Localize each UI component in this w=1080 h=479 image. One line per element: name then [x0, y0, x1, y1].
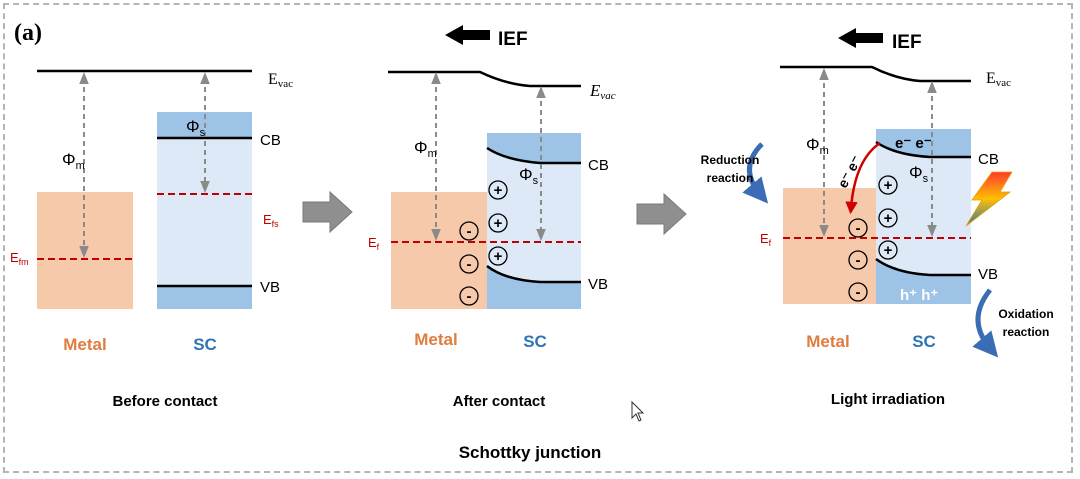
metal-label: Metal: [414, 330, 457, 349]
cb-label: CB: [588, 157, 609, 174]
negative-charges: - - -: [459, 221, 479, 306]
mouse-cursor-icon: [631, 400, 645, 422]
panel-after-contact: IEF Evac Φm Φs CB VB Ef + + + - - - Meta…: [368, 25, 616, 410]
ief-arrow: [445, 25, 490, 45]
panel-before-contact: Evac Φm Φs CB VB Efs Efm Metal SC Before…: [10, 69, 293, 410]
ief-arrow: [838, 28, 883, 48]
phi-m-label: Φm: [414, 138, 437, 160]
reduction-arrow: [742, 142, 769, 204]
valence-band-region: [157, 286, 252, 309]
panel-title-after: After contact: [453, 393, 546, 410]
panel-title-light: Light irradiation: [831, 391, 945, 408]
vacuum-level-line: [388, 70, 581, 88]
conduction-band-region: [487, 133, 581, 163]
vb-holes: h⁺ h⁺: [900, 287, 938, 304]
vb-edge-line: [875, 257, 971, 277]
phi-s-label: Φs: [186, 117, 206, 139]
ief-label: IEF: [892, 32, 922, 53]
vb-label: VB: [588, 276, 608, 293]
sc-label: SC: [912, 332, 936, 351]
transition-arrow-2: [636, 192, 687, 236]
ef-label: Ef: [368, 235, 380, 252]
conduction-band-region: [876, 129, 971, 157]
electron-transfer-arrow: [845, 141, 881, 215]
svg-text:-: -: [856, 284, 861, 301]
lightning-icon: [965, 171, 1013, 227]
panel-label: (a): [14, 20, 42, 46]
svg-text:-: -: [856, 220, 861, 237]
phi-s-label: Φs: [909, 163, 929, 185]
oxidation-label-line2: reaction: [1003, 325, 1050, 339]
metal-label: Metal: [63, 335, 106, 354]
figure-caption: Schottky junction: [459, 443, 602, 462]
svg-text:+: +: [884, 177, 893, 194]
evac-label: Evac: [268, 71, 293, 90]
metal-label: Metal: [806, 332, 849, 351]
figure-frame: [3, 3, 1073, 473]
efs-label: Efs: [263, 212, 279, 229]
panel-title-before: Before contact: [112, 393, 217, 410]
vb-edge-line: [486, 265, 581, 284]
metal-block: [391, 192, 487, 309]
reduction-label-line1: Reduction: [701, 153, 760, 167]
cb-label: CB: [260, 132, 281, 149]
svg-text:-: -: [856, 252, 861, 269]
efm-label: Efm: [10, 250, 29, 267]
sc-label: SC: [523, 332, 547, 351]
svg-text:+: +: [494, 182, 503, 199]
evac-label: Evac: [589, 81, 616, 102]
positive-charges: + + +: [878, 175, 898, 260]
ief-label: IEF: [498, 29, 528, 50]
svg-text:-: -: [467, 223, 472, 240]
cb-label: CB: [978, 151, 999, 168]
vb-label: VB: [260, 279, 280, 296]
negative-charges: - - -: [848, 218, 868, 302]
panel-light-irradiation: IEF Evac Φm Φs CB VB Ef e⁻ e⁻ e⁻ e⁻ h⁺ h…: [701, 28, 1054, 408]
svg-text:+: +: [884, 210, 893, 227]
oxidation-label-line1: Oxidation: [998, 307, 1053, 321]
ef-label: Ef: [760, 231, 772, 248]
reduction-label-line2: reaction: [707, 171, 754, 185]
metal-block: [783, 188, 876, 304]
svg-text:+: +: [494, 248, 503, 265]
cb-electrons: e⁻ e⁻: [895, 135, 932, 152]
evac-label: Evac: [986, 70, 1011, 89]
sc-label: SC: [193, 335, 217, 354]
phi-m-label: Φm: [62, 150, 85, 172]
positive-charges: + + +: [488, 180, 508, 266]
transition-arrow-1: [302, 190, 353, 234]
svg-text:-: -: [467, 256, 472, 273]
svg-text:+: +: [884, 242, 893, 259]
phi-m-label: Φm: [806, 135, 829, 157]
vacuum-level-line: [780, 65, 971, 83]
svg-text:+: +: [494, 215, 503, 232]
valence-band-region: [487, 266, 581, 309]
vb-label: VB: [978, 266, 998, 283]
phi-s-label: Φs: [519, 165, 539, 187]
svg-text:-: -: [467, 288, 472, 305]
oxidation-arrow: [972, 288, 999, 358]
